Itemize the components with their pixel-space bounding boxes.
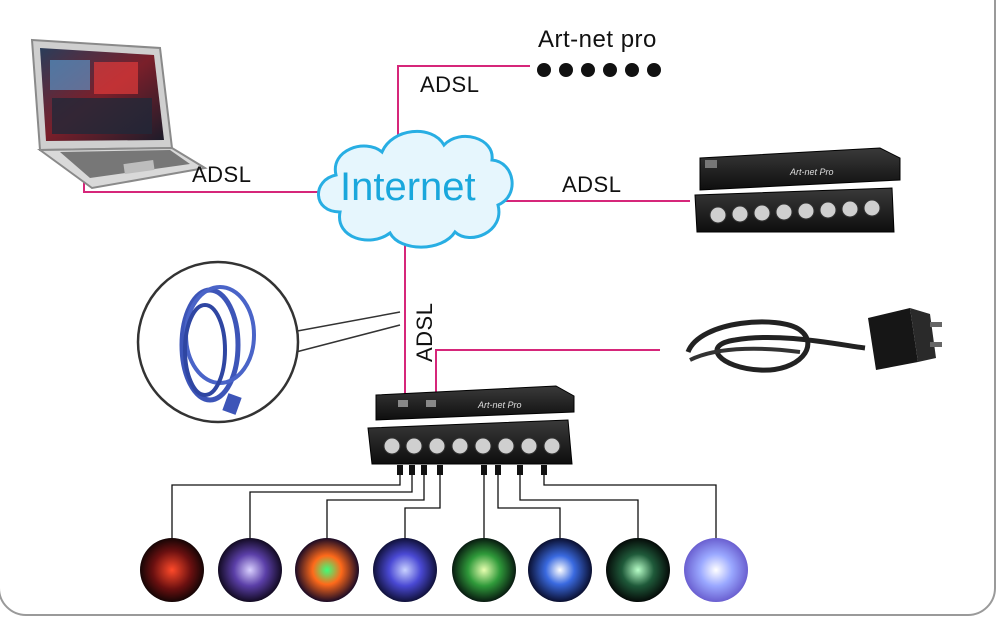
remote-device-ports [709, 199, 881, 224]
link-internet-artnet-pro [397, 65, 530, 140]
fixture-wiring [171, 465, 717, 540]
adsl-label-top: ADSL [420, 72, 480, 97]
led-fixture [373, 538, 437, 602]
internet-cloud [317, 129, 514, 249]
led-fixture [140, 538, 204, 602]
controller-ports [383, 437, 561, 455]
led-fixture [684, 538, 748, 602]
adsl-label-vertical: ADSL [412, 302, 437, 362]
adsl-links [83, 65, 690, 404]
art-net-pro-controller: Art-net Pro [367, 385, 575, 465]
art-net-pro-remote-device: Art-net Pro [694, 147, 901, 233]
link-power-device [435, 349, 660, 404]
led-fixture [452, 538, 516, 602]
internet-label: Internet [340, 165, 476, 209]
page-frame [0, 0, 996, 616]
led-fixture [295, 538, 359, 602]
laptop-icon [30, 38, 208, 190]
adsl-label-remote: ADSL [562, 172, 622, 197]
controller-label: Art-net Pro [477, 400, 522, 410]
link-laptop-internet [83, 180, 330, 193]
art-net-indicator-dots [537, 63, 661, 77]
art-net-pro-title: Art-net pro [538, 26, 657, 53]
led-fixture [528, 538, 592, 602]
led-fixture [606, 538, 670, 602]
led-fixtures [140, 538, 748, 602]
adsl-label-laptop: ADSL [192, 162, 252, 187]
network-cable-icon [136, 260, 401, 424]
led-fixture [218, 538, 282, 602]
power-adapter-icon [685, 308, 942, 373]
remote-device-label: Art-net Pro [789, 167, 834, 177]
